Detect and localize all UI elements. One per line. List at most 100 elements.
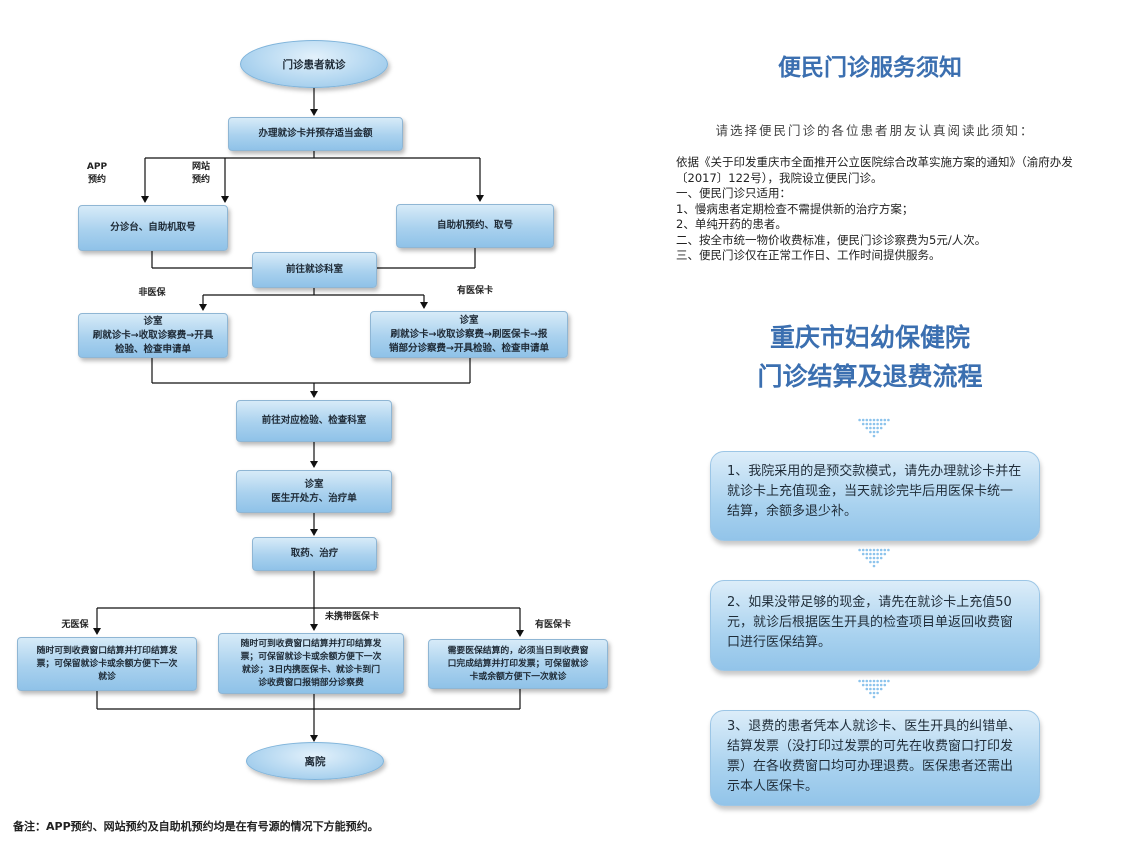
label-app-line2: 预约 (87, 175, 106, 185)
dot (872, 679, 876, 683)
dot (865, 426, 869, 430)
dot (861, 422, 865, 426)
register-card-label: 办理就诊卡并预存适当金额 (258, 128, 373, 139)
dot (872, 695, 876, 699)
dot (869, 560, 872, 564)
dot (887, 679, 890, 683)
flowchart-connectors (93, 88, 524, 742)
dot (876, 560, 879, 564)
dot (876, 426, 879, 430)
opt-none-line2: 票；可保留就诊卡或余额方便下一次 (36, 658, 178, 669)
go-exam-box: 前往对应检验、检查科室 (236, 400, 392, 442)
clinic-right-title: 诊室 (459, 314, 479, 326)
notice-subtitle: 请选择便民门诊的各位患者朋友认真阅读此须知： (715, 123, 1035, 138)
process-step-2: 2、如果没带足够的现金，请先在就诊卡上充值50元，就诊后根据医生开具的检查项目单… (710, 580, 1040, 671)
clinic-right-line1: 刷就诊卡→收取诊察费→刷医保卡→报 (390, 328, 548, 340)
opt-none-line1: 随时可到收费窗口结算并打印结算发 (36, 645, 178, 656)
notice-body: 依据《关于印发重庆市全面推开公立医院综合改革实施方案的通知》（渝府办发〔2017… (676, 155, 1076, 264)
process-title-line1: 重庆市妇幼保健院 (769, 323, 970, 352)
start-label: 门诊患者就诊 (282, 58, 346, 71)
dot (861, 683, 865, 687)
label-non-insurance: 非医保 (138, 288, 166, 298)
dot (869, 556, 872, 560)
label-app-line1: APP (86, 162, 108, 172)
opt-forgot-line2: 票；可保留就诊卡或余额方便下一次 (240, 651, 382, 662)
dot (872, 430, 876, 434)
triage-take-number-label: 分诊台、自助机取号 (110, 222, 196, 233)
opt-forgot-line1: 随时可到收费窗口结算并打印结算发 (240, 638, 382, 649)
dot (861, 552, 865, 556)
dot (879, 556, 883, 560)
dot (872, 426, 876, 430)
opt-forgot-line3: 就诊；3日内携医保卡、就诊卡到门 (241, 664, 381, 675)
dot (883, 552, 887, 556)
notice-intro: 依据《关于印发重庆市全面推开公立医院综合改革实施方案的通知》（渝府办发〔2017… (676, 155, 1073, 185)
start-node: 门诊患者就诊 (240, 40, 388, 88)
clinic-left-title: 诊室 (143, 315, 163, 327)
clinic-non-insurance-box: 诊室 刷就诊卡→收取诊察费→开具 检验、检查申请单 (78, 313, 228, 358)
dot (879, 552, 883, 556)
dot (876, 430, 879, 434)
dot (879, 683, 883, 687)
dot (876, 556, 879, 560)
dot (879, 422, 883, 426)
dot (876, 422, 879, 426)
label-has-card-option: 有医保卡 (534, 620, 571, 630)
dot (879, 687, 883, 691)
dot (869, 687, 872, 691)
label-forgot-card-option: 未携带医保卡 (324, 612, 379, 622)
opt-has-line1: 需要医保结算的，必须当日到收费窗 (447, 645, 589, 656)
dot (872, 556, 876, 560)
clinic2-line1: 医生开处方、治疗单 (271, 492, 357, 504)
dot (872, 552, 876, 556)
kiosk-booking-label: 自助机预约、取号 (436, 220, 513, 231)
dot (879, 418, 883, 422)
dot (887, 548, 890, 552)
dot (869, 691, 872, 695)
dot (861, 679, 865, 683)
option-has-card-box: 需要医保结算的，必须当日到收费窗 口完成结算并打印发票；可保留就诊 卡或余额方便… (428, 639, 608, 689)
dot (865, 418, 869, 422)
end-label: 离院 (304, 755, 326, 768)
label-app-booking: APP 预约 (80, 161, 114, 187)
notice-line-5: 三、便民门诊仅在正常工作日、工作时间提供服务。 (676, 248, 941, 262)
clinic-insurance-box: 诊室 刷就诊卡→收取诊察费→刷医保卡→报 销部分诊察费→开具检验、检查申请单 (370, 311, 568, 358)
register-card-box: 办理就诊卡并预存适当金额 (228, 117, 403, 151)
opt-has-line3: 卡或余额方便下一次就诊 (469, 671, 567, 682)
dot (872, 434, 876, 438)
dot (869, 422, 872, 426)
go-department-label: 前往就诊科室 (285, 264, 343, 275)
dot (869, 548, 872, 552)
opt-forgot-line4: 诊收费窗口报销部分诊察费 (258, 677, 364, 688)
dot (879, 679, 883, 683)
dot (865, 687, 869, 691)
label-web-booking: 网站 预约 (183, 161, 219, 187)
dot (865, 422, 869, 426)
clinic-left-line1: 刷就诊卡→收取诊察费→开具 (92, 329, 214, 341)
dot (883, 679, 887, 683)
option-forgot-card-box: 随时可到收费窗口结算并打印结算发 票；可保留就诊卡或余额方便下一次 就诊；3日内… (218, 633, 404, 694)
dot (879, 426, 883, 430)
notice-line-1: 一、便民门诊只适用： (676, 186, 791, 200)
kiosk-booking-box: 自助机预约、取号 (396, 204, 554, 248)
dot (872, 560, 876, 564)
dot (876, 691, 879, 695)
dot (861, 548, 865, 552)
clinic-prescription-box: 诊室 医生开处方、治疗单 (236, 470, 392, 513)
dot (876, 418, 879, 422)
dot (879, 548, 883, 552)
dot (858, 548, 861, 552)
medicine-treatment-label: 取药、治疗 (290, 548, 339, 559)
dots-separator-icon (858, 679, 890, 699)
notice-line-2: 1、慢病患者定期检查不需提供新的治疗方案； (676, 201, 914, 216)
medicine-treatment-box: 取药、治疗 (252, 537, 377, 571)
opt-has-line2: 口完成结算并打印发票；可保留就诊 (447, 658, 589, 669)
label-web-line2: 预约 (191, 175, 210, 185)
dot (869, 418, 872, 422)
dot (869, 683, 872, 687)
dot (872, 691, 876, 695)
dot (883, 683, 887, 687)
dot (876, 687, 879, 691)
notice-title: 便民门诊服务须知 (778, 55, 962, 81)
dot (876, 683, 879, 687)
